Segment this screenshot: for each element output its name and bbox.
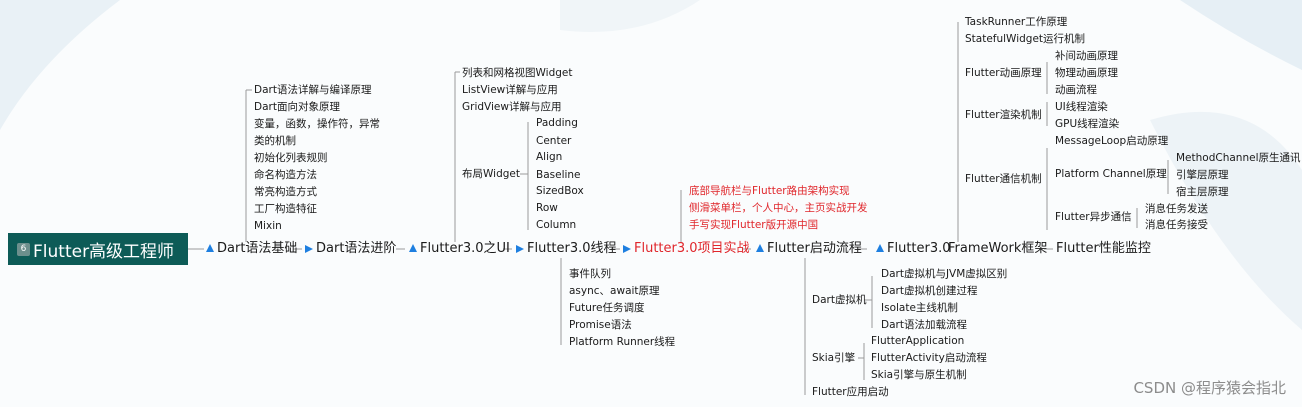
topic-item[interactable]: Dart语法加载流程 [881,319,967,331]
arrow-right-icon [516,245,524,253]
main-node-dart-advanced[interactable]: Dart语法进阶 [305,240,396,258]
topic-item[interactable]: 手写实现Flutter版开源中国 [689,219,819,231]
topic-item[interactable]: 工厂构造特征 [254,203,317,215]
topic-item[interactable]: Dart面向对象原理 [254,101,340,113]
topic-item[interactable]: 动画流程 [1055,84,1097,96]
topic-group-label[interactable]: 布局Widget [462,168,520,180]
arrow-up-icon [206,244,214,252]
priority-badge: 6 [17,242,30,256]
main-node-perf[interactable]: Flutter性能监控 [1056,240,1151,258]
topic-item[interactable]: 侧滑菜单栏，个人中心，主页实战开发 [689,202,868,214]
topic-item[interactable]: Center [536,135,572,147]
topic-item[interactable]: Baseline [536,169,581,181]
main-node-dart-basics[interactable]: Dart语法基础 [206,240,297,258]
topic-item[interactable]: 物理动画原理 [1055,67,1118,79]
main-node-flutter3[interactable]: Flutter3.0 [876,240,951,258]
watermark: CSDN @程序猿会指北 [1133,379,1286,397]
topic-group-label[interactable]: Dart虚拟机 [812,294,867,306]
topic-group-label[interactable]: Flutter异步通信 [1055,211,1132,223]
main-node-label: Flutter3.0项目实战 [634,241,750,256]
main-node-label: Flutter启动流程 [767,241,862,256]
topic-item[interactable]: Promise语法 [569,319,632,331]
topic-item[interactable]: GPU线程渲染 [1055,118,1120,130]
topic-item[interactable]: Platform Runner线程 [569,336,676,348]
main-node-label: Flutter3.0线程 [527,241,617,256]
topic-item[interactable]: Column [536,219,577,231]
topic-group-label[interactable]: Flutter渲染机制 [965,109,1042,121]
topic-group-label[interactable]: Skia引擎 [812,352,856,364]
topic-item[interactable]: FlutterActivity启动流程 [871,352,987,364]
topic-item[interactable]: 底部导航栏与Flutter路由架构实现 [689,185,850,197]
topic-item[interactable]: 补间动画原理 [1055,50,1118,62]
topic-item[interactable]: 引擎层原理 [1176,169,1229,181]
topic-item[interactable]: 初始化列表规则 [254,152,328,164]
topic-item[interactable]: MethodChannel原生通讯 [1176,152,1301,164]
main-node-label: FrameWork框架 [948,241,1048,256]
topic-group-label[interactable]: Flutter通信机制 [965,173,1042,185]
main-node-label: Flutter性能监控 [1056,241,1151,256]
main-node-startup[interactable]: Flutter启动流程 [756,240,862,258]
topic-group-label[interactable]: Platform Channel原理 [1055,168,1167,180]
topic-item[interactable]: 常亮构造方式 [254,186,317,198]
topic-item[interactable]: 列表和网格视图Widget [462,67,573,79]
root-node[interactable]: 6 Flutter高级工程师 [8,233,188,265]
main-node-label: Flutter3.0 [887,241,951,256]
main-node-flutter-ui[interactable]: Flutter3.0之UI [409,240,510,258]
topic-item[interactable]: UI线程渲染 [1055,101,1108,113]
topic-item[interactable]: 宿主层原理 [1176,186,1229,198]
topic-item[interactable]: Align [536,151,563,163]
topic-item[interactable]: Flutter应用启动 [812,386,889,398]
topic-item[interactable]: Row [536,202,558,214]
main-node-label: Dart语法进阶 [316,241,397,256]
main-node-label: Flutter3.0之UI [420,241,510,256]
arrow-up-icon [876,244,884,252]
topic-item[interactable]: ListView详解与应用 [462,84,558,96]
topic-item[interactable]: 类的机制 [254,135,296,147]
topic-item[interactable]: Skia引擎与原生机制 [871,369,967,381]
topic-item[interactable]: Dart虚拟机与JVM虚拟区别 [881,268,1008,280]
topic-item[interactable]: StatefulWidget运行机制 [965,33,1086,45]
topic-item[interactable]: 命名构造方法 [254,169,317,181]
main-node-label: Dart语法基础 [217,241,298,256]
topic-group-label[interactable]: Flutter动画原理 [965,67,1042,79]
topic-item[interactable]: 消息任务接受 [1145,219,1208,231]
topic-item[interactable]: MessageLoop启动原理 [1055,135,1169,147]
arrow-up-icon [756,244,764,252]
main-node-project[interactable]: Flutter3.0项目实战 [623,240,750,258]
topic-item[interactable]: Padding [536,117,578,129]
arrow-right-icon [623,245,631,253]
topic-item[interactable]: SizedBox [536,185,584,197]
topic-item[interactable]: Future任务调度 [569,302,645,314]
topic-item[interactable]: FlutterApplication [871,335,965,347]
topic-item[interactable]: async、await原理 [569,285,660,297]
root-label: Flutter高级工程师 [33,241,175,262]
main-node-framework[interactable]: FrameWork框架 [948,240,1047,258]
topic-item[interactable]: Dart虚拟机创建过程 [881,285,978,297]
arrow-up-icon [409,244,417,252]
topic-item[interactable]: GridView详解与应用 [462,101,562,113]
main-node-flutter-thread[interactable]: Flutter3.0线程 [516,240,617,258]
topic-item[interactable]: TaskRunner工作原理 [965,16,1068,28]
arrow-right-icon [305,245,313,253]
topic-item[interactable]: 消息任务发送 [1145,203,1208,215]
topic-item[interactable]: Dart语法详解与编译原理 [254,84,372,96]
topic-item[interactable]: 事件队列 [569,268,611,280]
topic-item[interactable]: Isolate主线机制 [881,302,958,314]
topic-item[interactable]: Mixin [254,220,282,232]
topic-item[interactable]: 变量，函数，操作符，异常 [254,118,380,130]
